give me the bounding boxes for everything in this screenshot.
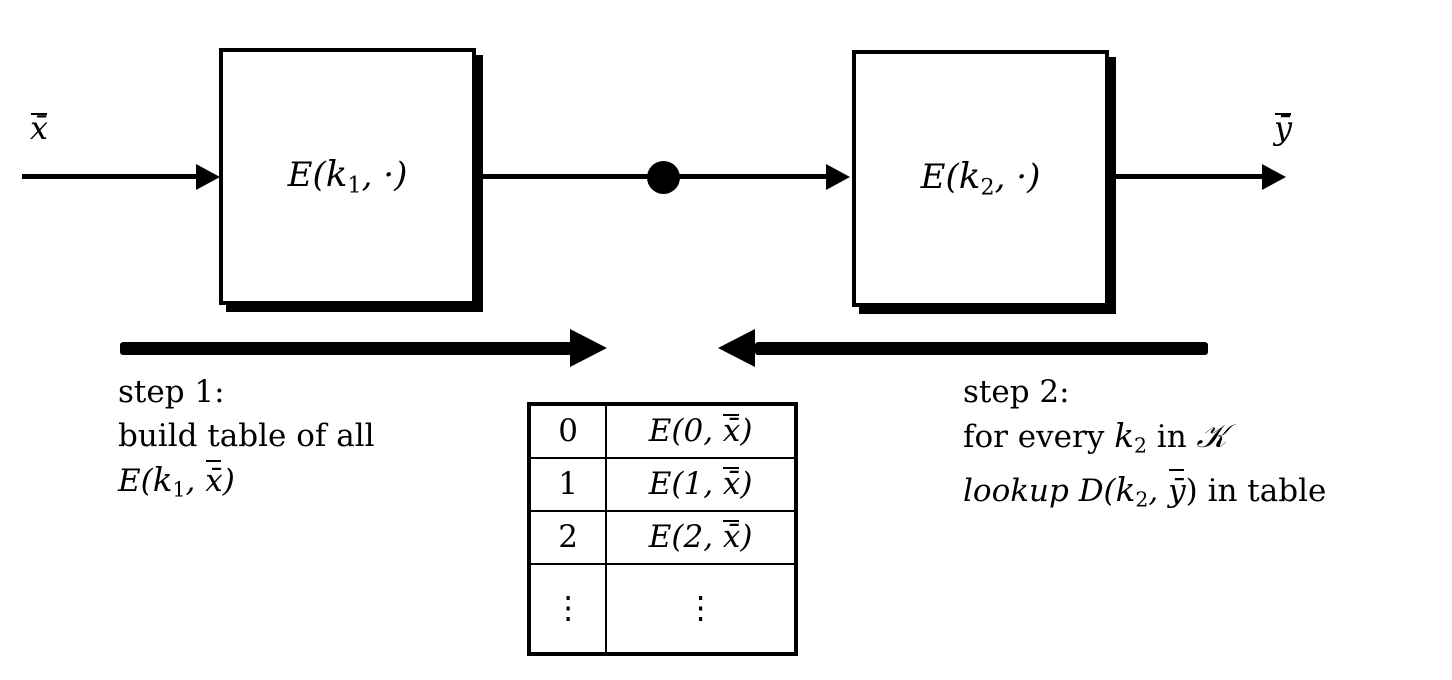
step-2-line-2: for every k2 in 𝒦 [963, 417, 1227, 458]
middle-arrowhead-icon [826, 164, 850, 190]
table-cell-key-ellipsis: ⋮ [531, 562, 608, 652]
table-cell-key: 1 [531, 456, 608, 512]
keyspace-symbol: 𝒦 [1196, 417, 1227, 455]
step-1-line-3: E(k1, x̄) [118, 459, 235, 503]
table-row-ellipsis: ⋮ ⋮ [531, 562, 794, 652]
encryption-box-2-label: E(k2, ·) [920, 155, 1041, 200]
step-2-heading: step 2: [963, 374, 1070, 410]
step-2-caption: step 2: for every k2 in 𝒦 lookup D(k2, ȳ… [963, 370, 1326, 521]
table-cell-key: 2 [531, 509, 608, 565]
step-2-line-3: lookup D(k2, ȳ) in table [963, 469, 1327, 513]
table-cell-value: E(0, x̄) [605, 406, 794, 459]
step-1-caption: step 1: build table of all E(k1, x̄) [118, 370, 375, 512]
output-label-text: ȳ [1274, 109, 1293, 147]
midpoint-dot-icon [647, 161, 680, 194]
table-cell-value-ellipsis: ⋮ [605, 562, 794, 652]
key-symbol-k2: k [958, 155, 981, 197]
table-cell-value: E(2, x̄) [605, 509, 794, 565]
step-1-arrowhead-icon [570, 329, 607, 367]
plaintext-symbol-row2: x̄ [722, 519, 741, 556]
step-1-line-2: build table of all [118, 418, 375, 454]
step-1-heading: step 1: [118, 374, 225, 410]
table-cell-value: E(1, x̄) [605, 456, 794, 512]
input-label-text: x̄ [30, 109, 49, 147]
plaintext-symbol-row0: x̄ [722, 413, 741, 450]
output-wire [1109, 174, 1265, 179]
table-cell-key: 0 [531, 406, 608, 459]
table-row[interactable]: 0 E(0, x̄) [531, 406, 794, 459]
key-symbol-k1-step1: k [152, 461, 173, 499]
output-arrowhead-icon [1262, 164, 1286, 190]
key-symbol-k1: k [325, 153, 348, 195]
step-2-arrow-bar [755, 342, 1208, 355]
lookup-table[interactable]: 0 E(0, x̄) 1 E(1, x̄) 2 E(2, x̄) [527, 402, 798, 656]
ciphertext-symbol-step2: ȳ [1168, 469, 1186, 513]
plaintext-symbol-row1: x̄ [722, 466, 741, 503]
step-2-arrowhead-icon [718, 329, 755, 367]
output-label: ȳ [1274, 112, 1292, 144]
key-symbol-k2-step2b: k [1115, 470, 1136, 509]
encryption-box-1[interactable]: E(k1, ·) [219, 48, 476, 305]
input-arrowhead-icon [196, 164, 220, 190]
key-symbol-k2-step2: k [1114, 417, 1134, 455]
plaintext-symbol-step1: x̄ [205, 459, 223, 503]
encryption-box-2[interactable]: E(k2, ·) [852, 50, 1109, 307]
input-label: x̄ [30, 112, 48, 144]
lookup-table-grid: 0 E(0, x̄) 1 E(1, x̄) 2 E(2, x̄) [531, 406, 794, 652]
encryption-box-1-label: E(k1, ·) [287, 153, 408, 198]
input-wire [22, 174, 200, 179]
table-row[interactable]: 2 E(2, x̄) [531, 509, 794, 565]
table-row[interactable]: 1 E(1, x̄) [531, 456, 794, 512]
step-1-arrow-bar [120, 342, 572, 355]
